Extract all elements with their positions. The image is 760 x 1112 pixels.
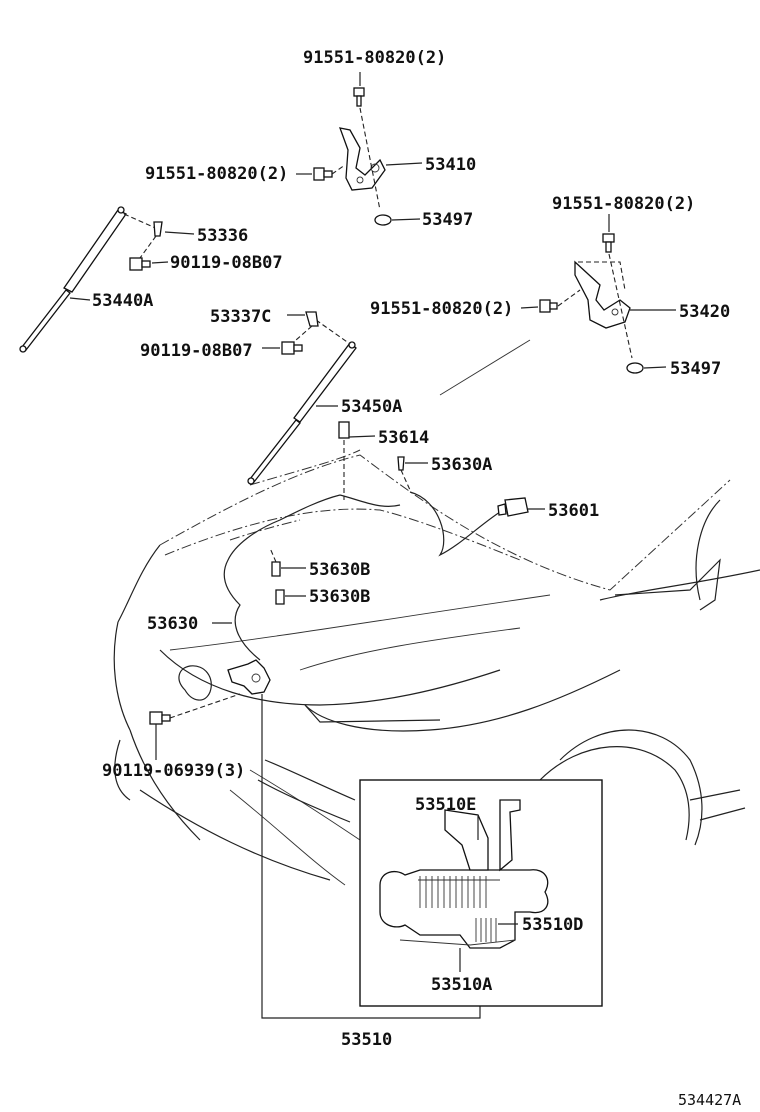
label-lock-assembly: 53510 [341, 1030, 392, 1050]
stay-bolt-right-icon [281, 341, 303, 355]
label-clip-53614: 53614 [378, 428, 429, 448]
hood-support-right [247, 341, 357, 485]
clip-53630a-icon [397, 456, 405, 471]
label-lock-sub-e: 53510E [415, 795, 476, 815]
hinge-bolt-side-left-icon [313, 164, 346, 181]
figure-code: 534427A [678, 1091, 741, 1109]
label-stay-bracket-left: 53336 [197, 226, 248, 246]
washer-right-icon [626, 362, 644, 374]
label-support-left: 53440A [92, 291, 153, 311]
hood-lock-icon [227, 659, 271, 695]
clip-53614-icon [338, 421, 350, 439]
label-washer-left: 53497 [422, 210, 473, 230]
hinge-bolt-side-right-icon [539, 289, 581, 313]
sensor-53601-icon [497, 497, 529, 517]
clip-53630b-2-icon [275, 589, 285, 605]
label-lock-bolt: 90119-06939(3) [102, 761, 245, 781]
label-support-right: 53450A [341, 397, 402, 417]
hood-hinge-left [338, 127, 386, 191]
lock-bolt-icon [149, 711, 171, 725]
label-sensor-53601: 53601 [548, 501, 599, 521]
washer-left-icon [374, 214, 392, 226]
label-hinge-bolt-side-right: 91551-80820(2) [370, 299, 513, 319]
label-clip-53630b-1: 53630B [309, 560, 370, 580]
label-hinge-bolt-side-left: 91551-80820(2) [145, 164, 288, 184]
hinge-bolt-top-left-icon [353, 87, 381, 211]
label-stay-bolt-right: 90119-08B07 [140, 341, 253, 361]
stay-bracket-left-icon [153, 221, 163, 237]
label-hinge-bolt-top-left: 91551-80820(2) [303, 48, 446, 68]
hood-support-left [19, 206, 127, 353]
label-hinge-bolt-top-right: 91551-80820(2) [552, 194, 695, 214]
stay-bolt-left-icon [129, 257, 151, 271]
label-clip-53630b-2: 53630B [309, 587, 370, 607]
label-clip-53630a: 53630A [431, 455, 492, 475]
label-stay-bolt-left: 90119-08B07 [170, 253, 283, 273]
hood-hinge-right [574, 260, 631, 329]
label-hinge-right: 53420 [679, 302, 730, 322]
label-washer-right: 53497 [670, 359, 721, 379]
vehicle-body-outline [113, 339, 760, 886]
clip-53630b-1-icon [271, 561, 281, 577]
stay-bracket-right-icon [305, 311, 319, 327]
label-lock-sub-d: 53510D [522, 915, 583, 935]
label-stay-bracket-right: 53337C [210, 307, 271, 327]
label-cable-53630: 53630 [147, 614, 198, 634]
lock-detail-drawing [379, 799, 549, 949]
label-hinge-left: 53410 [425, 155, 476, 175]
label-lock-sub-a: 53510A [431, 975, 492, 995]
hinge-bolt-top-right-icon [602, 233, 633, 359]
